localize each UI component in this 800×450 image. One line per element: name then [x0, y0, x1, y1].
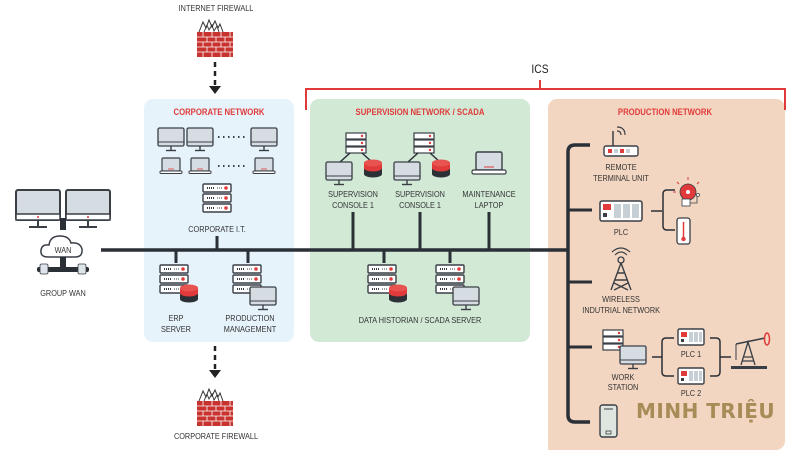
- maintenance-laptop-label-2: LAPTOP: [474, 200, 504, 210]
- scada-server-icon: [436, 265, 480, 311]
- erp-server-icon: [160, 265, 198, 303]
- rtu-label-2: TERMINAL UNIT: [593, 173, 649, 183]
- alarm-bell-icon: [673, 177, 700, 207]
- wireless-network-label-2: INDUTRIAL NETWORK: [582, 305, 661, 315]
- antenna-tower-icon: [610, 247, 632, 291]
- plc-1-icon: [677, 328, 705, 346]
- corporate-desktops: [157, 127, 278, 152]
- corporate-firewall-icon: [196, 388, 234, 427]
- watermark-logo: MINH TRIỆU: [636, 399, 776, 423]
- plc-2-icon: [677, 367, 705, 385]
- work-station-icon: [602, 329, 647, 370]
- thermometer-icon: [676, 217, 691, 245]
- supervision-console-2-icon: [393, 132, 450, 186]
- production-network-zone: [548, 99, 785, 450]
- erp-server-label-1: ERP: [168, 313, 184, 323]
- group-wan-label: GROUP WAN: [40, 288, 86, 298]
- ics-bracket: [305, 88, 786, 110]
- corporate-it-label: CORPORATE I.T.: [188, 224, 246, 234]
- rtu-label-1: REMOTE: [605, 162, 637, 172]
- plc-label: PLC: [613, 227, 629, 237]
- production-management-label-2: MANAGEMENT: [223, 324, 277, 334]
- plc-1-label: PLC 1: [680, 349, 702, 359]
- corporate-it-server-icon: [203, 184, 231, 212]
- arrow-down-icon: [209, 370, 221, 378]
- production-management-icon: [233, 265, 277, 311]
- erp-server-label-2: SERVER: [161, 324, 191, 334]
- oil-pump-icon: [731, 332, 771, 369]
- work-station-label-1: WORK: [611, 372, 635, 382]
- supervision-console-2-label-1: SUPERVISION: [395, 189, 445, 199]
- plc-icon: [599, 200, 643, 222]
- corporate-laptops: [159, 157, 276, 175]
- supervision-network-title: SUPERVISION NETWORK / SCADA: [355, 107, 485, 117]
- maintenance-laptop-icon: [471, 151, 507, 175]
- ics-label: ICS: [531, 62, 549, 76]
- corporate-firewall-label: CORPORATE FIREWALL: [173, 431, 259, 441]
- production-management-label-1: PRODUCTION: [225, 313, 275, 323]
- work-station-label-2: STATION: [607, 382, 639, 392]
- supervision-console-1-label-1: SUPERVISION: [328, 189, 378, 199]
- smartphone-icon: [599, 404, 618, 438]
- data-historian-label: DATA HISTORIAN / SCADA SERVER: [358, 315, 482, 325]
- corporate-network-title: CORPORATE NETWORK: [173, 107, 265, 117]
- data-historian-icon: [368, 265, 407, 303]
- maintenance-laptop-label-1: MAINTENANCE: [462, 189, 516, 199]
- remote-terminal-unit-icon: [603, 126, 639, 157]
- wan-cloud-label: WAN: [54, 245, 72, 255]
- internet-firewall-icon: [196, 19, 234, 58]
- supervision-console-1-label-2: CONSOLE 1: [332, 200, 374, 210]
- supervision-console-2-label-2: CONSOLE 1: [399, 200, 441, 210]
- supervision-console-1-icon: [325, 132, 382, 186]
- cloud-icon: [40, 235, 83, 258]
- plc-2-label: PLC 2: [680, 388, 702, 398]
- arrow-down-icon: [209, 86, 221, 94]
- internet-firewall-label: INTERNET FIREWALL: [178, 3, 254, 13]
- wireless-network-label-1: WIRELESS: [602, 294, 640, 304]
- production-network-title: PRODUCTION NETWORK: [617, 107, 713, 117]
